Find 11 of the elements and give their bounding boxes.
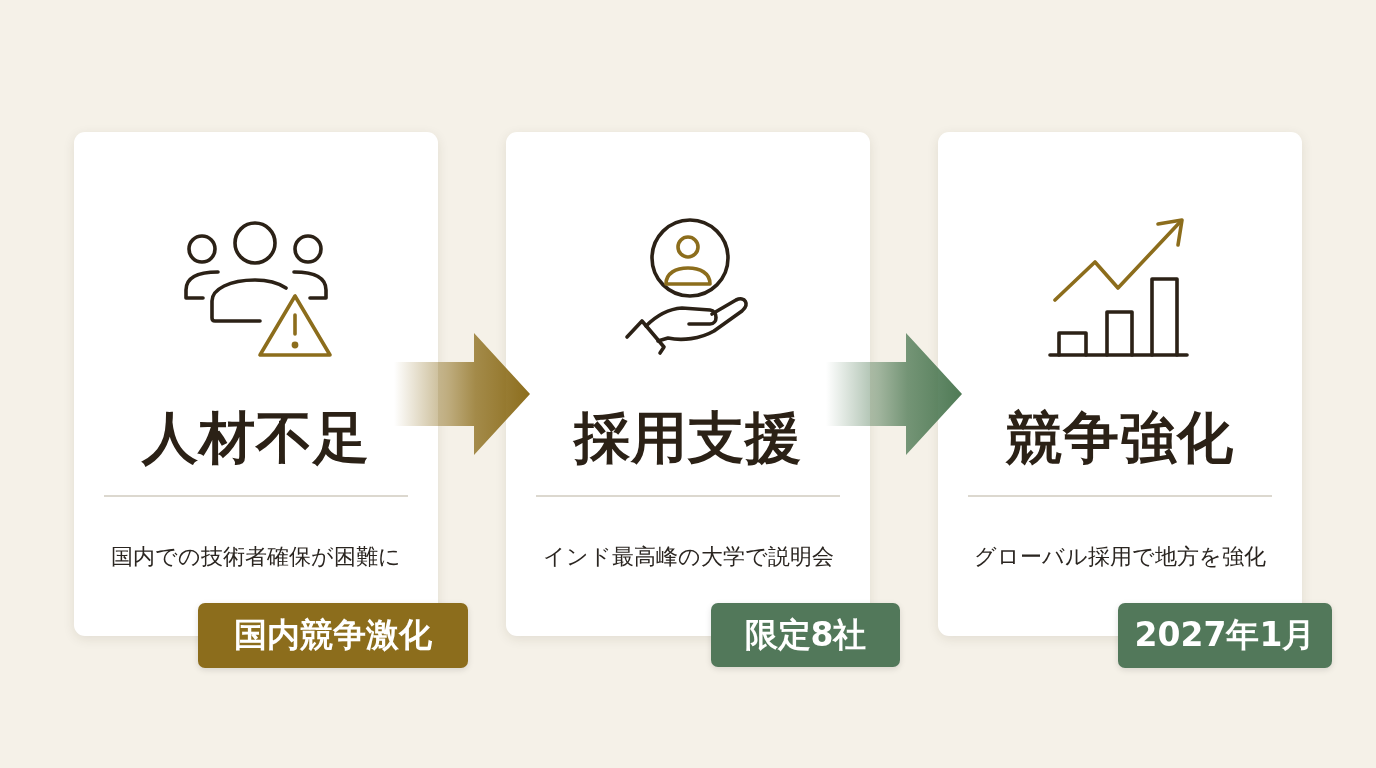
description-text: インド最高峰の大学で説明会: [541, 543, 835, 571]
arrow: [394, 333, 530, 455]
badge: 限定8社: [711, 603, 900, 667]
badge: 国内競争激化: [198, 603, 468, 668]
card-title: 競争強化: [1004, 405, 1235, 469]
description-text: 国内での技術者確保が困難に: [110, 543, 402, 571]
arrow: [826, 333, 962, 455]
description-text: グローバル採用で地方を強化: [973, 543, 1267, 571]
badge: 2027年1月: [1118, 603, 1332, 668]
card-title: 人材不足: [140, 405, 371, 469]
card-title: 採用支援: [572, 405, 803, 469]
